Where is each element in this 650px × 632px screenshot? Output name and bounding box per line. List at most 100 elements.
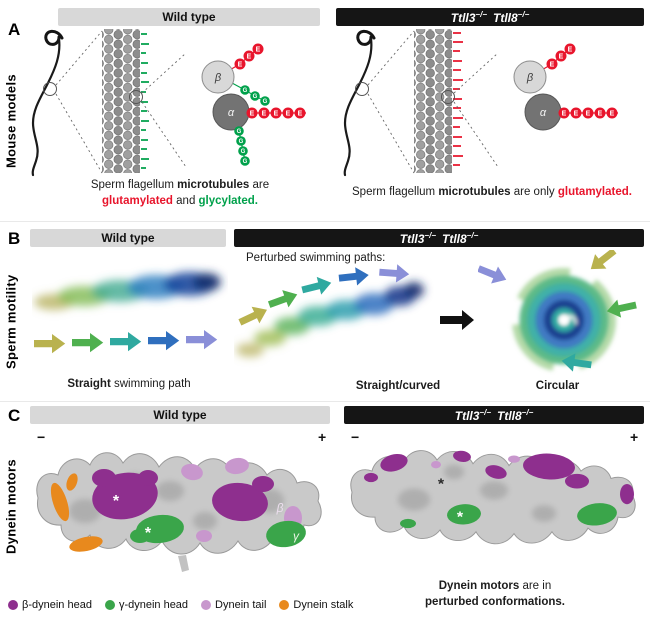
minus-end-label: −: [37, 429, 46, 445]
legend-item-gamma-head: γ-dynein head: [104, 599, 189, 611]
tubulin-dimer: β α E E E E E E E E: [513, 43, 618, 131]
panel-a-side-label: Mouse models: [3, 74, 19, 168]
caption-text: Sperm flagellum: [352, 186, 439, 198]
dotted-connector: [367, 30, 415, 86]
caption-text: are in: [519, 580, 552, 592]
legend-item-stalk: Dynein stalk: [279, 599, 353, 611]
ko-sup2: −/−: [517, 9, 530, 19]
svg-text:E: E: [610, 111, 615, 118]
dotted-connector: [141, 101, 187, 168]
polyE-chain-beta: E E E: [546, 43, 576, 70]
svg-text:G: G: [243, 88, 248, 94]
caption-text: Straight/curved: [355, 380, 441, 392]
panel-a-wt-caption: Sperm flagellum microtubules are glutamy…: [40, 177, 320, 209]
ko-gene1: Ttll3: [399, 231, 425, 246]
svg-text:E: E: [568, 47, 573, 54]
ko-gene2: Ttll8: [442, 231, 467, 246]
dynein-legend: β-dynein head γ-dynein head Dynein tail …: [8, 599, 353, 611]
panel-c-side-label: Dynein motors: [3, 459, 19, 555]
panel-b-wt-header: Wild type: [30, 229, 226, 247]
sperm-cell: [31, 29, 64, 177]
panel-a-ko-art: β α E E E E E E E E: [343, 29, 618, 177]
gamma-dynein-density: [400, 503, 617, 529]
ko-sup1: −/−: [424, 230, 436, 240]
microtubule-lattice: [102, 29, 149, 173]
asterisk-marker: *: [457, 509, 463, 525]
transition-arrow: [440, 310, 474, 330]
panel-divider: [0, 401, 650, 402]
beta-dynein-label: β: [276, 501, 284, 515]
svg-text:E: E: [286, 111, 291, 118]
gamma-dynein-swatch: [104, 600, 115, 610]
ko-title: Ttll3−/−Ttll8−/−: [455, 408, 534, 423]
svg-text:E: E: [598, 111, 603, 118]
dynein-tail-swatch: [201, 600, 212, 610]
caption-text: microtubules: [177, 179, 250, 191]
ko-title: Ttll3−/−Ttll8−/−: [400, 231, 479, 246]
polyE-chain-beta: E E E: [234, 43, 264, 70]
circular-swimming-track: [478, 250, 638, 374]
magnifier-ring-sperm: [355, 82, 369, 96]
asterisk-marker: *: [145, 525, 152, 542]
magnifier-ring-sperm: [43, 82, 57, 96]
glycylated-word: glycylated.: [198, 195, 258, 208]
beta-tubulin: [201, 60, 235, 94]
legend-label: Dynein stalk: [293, 599, 354, 611]
svg-text:E: E: [256, 47, 261, 54]
dotted-connector: [141, 52, 187, 94]
legend-item-beta-head: β-dynein head: [8, 599, 92, 611]
perturbed-paths-label: Perturbed swimming paths:: [246, 252, 386, 264]
ko-sup1: −/−: [479, 407, 491, 417]
polyG-chain-upper: G G G: [240, 85, 270, 106]
curved-track-blur: [236, 282, 424, 357]
svg-text:E: E: [238, 62, 243, 69]
caption-text: perturbed conformations.: [425, 596, 565, 609]
svg-text:G: G: [253, 94, 258, 100]
svg-text:G: G: [263, 99, 268, 105]
alpha-tubulin-label: α: [540, 107, 547, 119]
svg-text:G: G: [241, 149, 246, 155]
plus-end-label: +: [318, 429, 327, 445]
density-group: * *: [350, 450, 636, 545]
asterisk-marker: *: [438, 476, 444, 492]
caption-text: microtubules: [438, 186, 511, 198]
tubulin-dimer: β α E E E G G G E E E E E G G G: [201, 43, 306, 166]
legend-label: γ-dynein head: [118, 599, 189, 611]
svg-text:G: G: [239, 139, 244, 145]
beta-tubulin: [513, 60, 547, 94]
caption-text: Sperm flagellum: [90, 179, 178, 191]
ko-gene2: Ttll8: [497, 408, 522, 423]
svg-text:G: G: [243, 159, 248, 165]
ko-sup2: −/−: [521, 407, 534, 417]
svg-text:E: E: [262, 111, 267, 118]
panel-c-ko-header: Ttll3−/−Ttll8−/−: [344, 406, 644, 424]
ko-gene1: Ttll3: [454, 408, 480, 423]
beta-dynein-density: [92, 469, 274, 522]
caption-text: and: [172, 195, 199, 208]
alpha-tubulin-label: α: [228, 107, 235, 119]
glutamylated-word: glutamylated: [102, 195, 173, 208]
dynein-stalk-density: [50, 473, 103, 552]
sperm-cell: [343, 29, 376, 177]
polyE-chain-alpha: E E E E E: [246, 107, 306, 119]
caption-text: Straight: [67, 378, 111, 390]
beta-dynein-density: [364, 450, 634, 505]
glutamylated-word: glutamylated.: [557, 186, 632, 198]
polyE-chain-alpha: E E E E E: [558, 107, 618, 119]
ko-gene1: Ttll3: [450, 10, 476, 25]
beta-tubulin-label: β: [526, 72, 534, 84]
svg-text:E: E: [562, 111, 567, 118]
beta-tubulin-label: β: [214, 72, 222, 84]
wt-swimming-track: [34, 272, 221, 354]
svg-text:E: E: [298, 111, 303, 118]
svg-text:E: E: [247, 54, 252, 61]
microtubule-lattice: [414, 29, 463, 173]
panel-b-circ-caption: Circular: [495, 378, 620, 394]
wt-dynein-map: * * β γ: [36, 452, 322, 572]
glycylation-ticks: [141, 33, 149, 169]
panel-a-letter: A: [8, 20, 21, 39]
ko-dynein-map: * *: [350, 450, 636, 545]
caption-text: swimming path: [110, 378, 191, 390]
svg-text:E: E: [274, 111, 279, 118]
